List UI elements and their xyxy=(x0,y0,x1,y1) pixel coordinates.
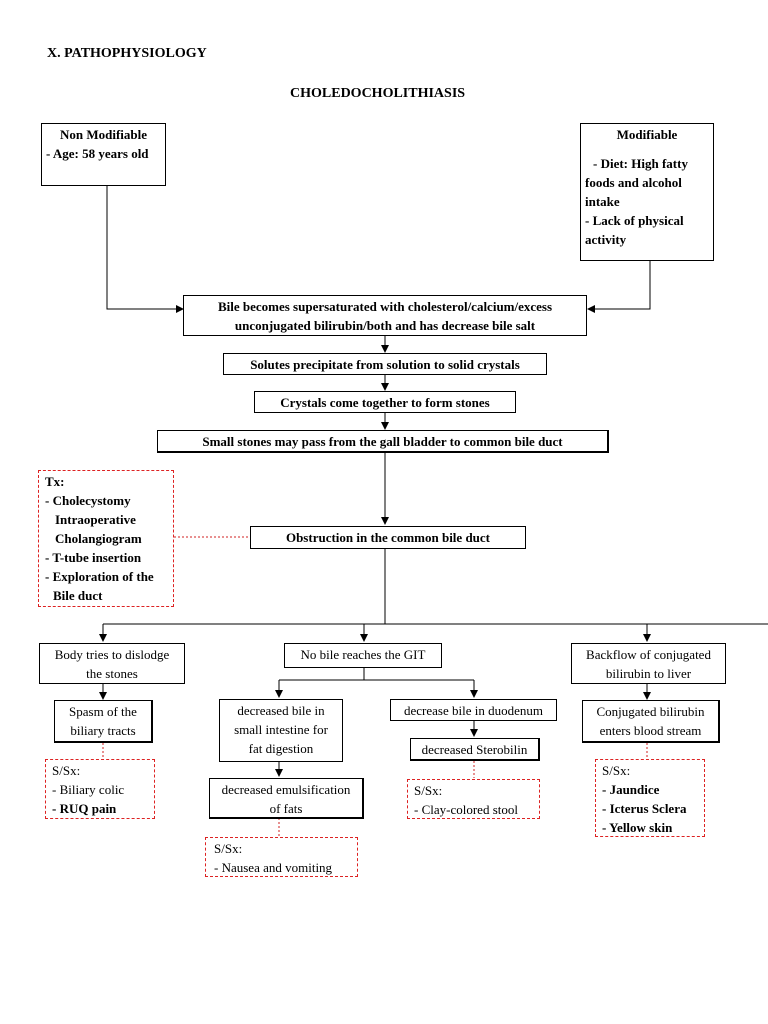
right-ssx-line: - Yellow skin xyxy=(602,820,673,835)
non-modifiable-title: Non Modifiable xyxy=(59,127,148,142)
dislodge-box: Body tries to dislodge the stones xyxy=(39,643,185,684)
mid-right-ssx-box: S/Sx: - Clay-colored stool xyxy=(407,779,540,819)
backflow-line: Backflow of conjugated xyxy=(586,647,711,662)
right-ssx-box: S/Sx: - Jaundice - Icterus Sclera - Yell… xyxy=(595,759,705,837)
supersaturated-line: unconjugated bilirubin/both and has decr… xyxy=(234,318,536,333)
modifiable-title: Modifiable xyxy=(616,127,678,142)
blood-stream-line: Conjugated bilirubin xyxy=(596,704,705,719)
right-ssx-line: - Jaundice xyxy=(602,782,660,797)
treatment-title: Tx: xyxy=(45,474,65,489)
small-intestine-line: decreased bile in xyxy=(237,703,325,718)
mid-left-ssx-line: - Nausea and vomiting xyxy=(214,860,333,875)
section-title: X. PATHOPHYSIOLOGY xyxy=(47,46,207,61)
blood-stream-box: Conjugated bilirubin enters blood stream xyxy=(582,700,720,743)
left-ssx-line: - Biliary colic xyxy=(52,782,125,797)
dislodge-line: Body tries to dislodge xyxy=(54,647,170,662)
mid-left-ssx-title: S/Sx: xyxy=(214,841,243,856)
supersaturated-line: Bile becomes supersaturated with cholest… xyxy=(217,299,553,314)
small-intestine-line: small intestine for xyxy=(234,722,328,737)
treatment-box: Tx: - Cholecystomy Intraoperative Cholan… xyxy=(38,470,174,607)
right-ssx-line: - Icterus Sclera xyxy=(602,801,687,816)
treatment-line: Intraoperative xyxy=(55,512,136,527)
treatment-line: - T-tube insertion xyxy=(45,550,142,565)
left-ssx-line: - RUQ pain xyxy=(52,801,117,816)
no-bile-box: No bile reaches the GIT xyxy=(284,643,442,668)
treatment-line: Cholangiogram xyxy=(55,531,142,546)
obstruction-box: Obstruction in the common bile duct xyxy=(250,526,526,549)
non-modifiable-line: - Age: 58 years old xyxy=(46,146,149,161)
supersaturated-box: Bile becomes supersaturated with cholest… xyxy=(183,295,587,336)
left-ssx-box: S/Sx: - Biliary colic - RUQ pain xyxy=(45,759,155,819)
backflow-line: bilirubin to liver xyxy=(605,666,692,681)
spasm-line: Spasm of the xyxy=(69,704,137,719)
blood-stream-line: enters blood stream xyxy=(599,723,702,738)
modifiable-box: Modifiable - Diet: High fatty foods and … xyxy=(580,123,714,261)
stones-box: Crystals come together to form stones xyxy=(254,391,516,413)
treatment-line: Bile duct xyxy=(53,588,103,603)
mid-right-ssx-line: - Clay-colored stool xyxy=(414,802,518,817)
small-intestine-box: decreased bile in small intestine for fa… xyxy=(219,699,343,762)
pass-box: Small stones may pass from the gall blad… xyxy=(157,430,609,453)
emulsification-line: decreased emulsification xyxy=(221,782,351,797)
spasm-box: Spasm of the biliary tracts xyxy=(54,700,153,743)
modifiable-line: intake xyxy=(585,194,620,209)
left-ssx-title: S/Sx: xyxy=(52,763,81,778)
modifiable-line: foods and alcohol xyxy=(585,175,682,190)
treatment-line: - Cholecystomy xyxy=(45,493,131,508)
right-ssx-title: S/Sx: xyxy=(602,763,631,778)
precipitate-box: Solutes precipitate from solution to sol… xyxy=(223,353,547,375)
emulsification-box: decreased emulsification of fats xyxy=(209,778,364,819)
mid-right-ssx-title: S/Sx: xyxy=(414,783,443,798)
spasm-line: biliary tracts xyxy=(70,723,136,738)
treatment-line: - Exploration of the xyxy=(45,569,154,584)
diagram-title: CHOLEDOCHOLITHIASIS xyxy=(290,86,466,101)
dislodge-line: the stones xyxy=(86,666,138,681)
non-modifiable-box: Non Modifiable - Age: 58 years old xyxy=(41,123,166,186)
duodenum-box: decrease bile in duodenum xyxy=(390,699,557,721)
backflow-box: Backflow of conjugated bilirubin to live… xyxy=(571,643,726,684)
modifiable-line: - Lack of physical xyxy=(585,213,684,228)
modifiable-line: activity xyxy=(585,232,627,247)
mid-left-ssx-box: S/Sx: - Nausea and vomiting xyxy=(205,837,358,877)
small-intestine-line: fat digestion xyxy=(248,741,314,756)
emulsification-line: of fats xyxy=(269,801,303,816)
sterobilin-box: decreased Sterobilin xyxy=(410,738,540,761)
modifiable-line: - Diet: High fatty xyxy=(593,156,688,171)
